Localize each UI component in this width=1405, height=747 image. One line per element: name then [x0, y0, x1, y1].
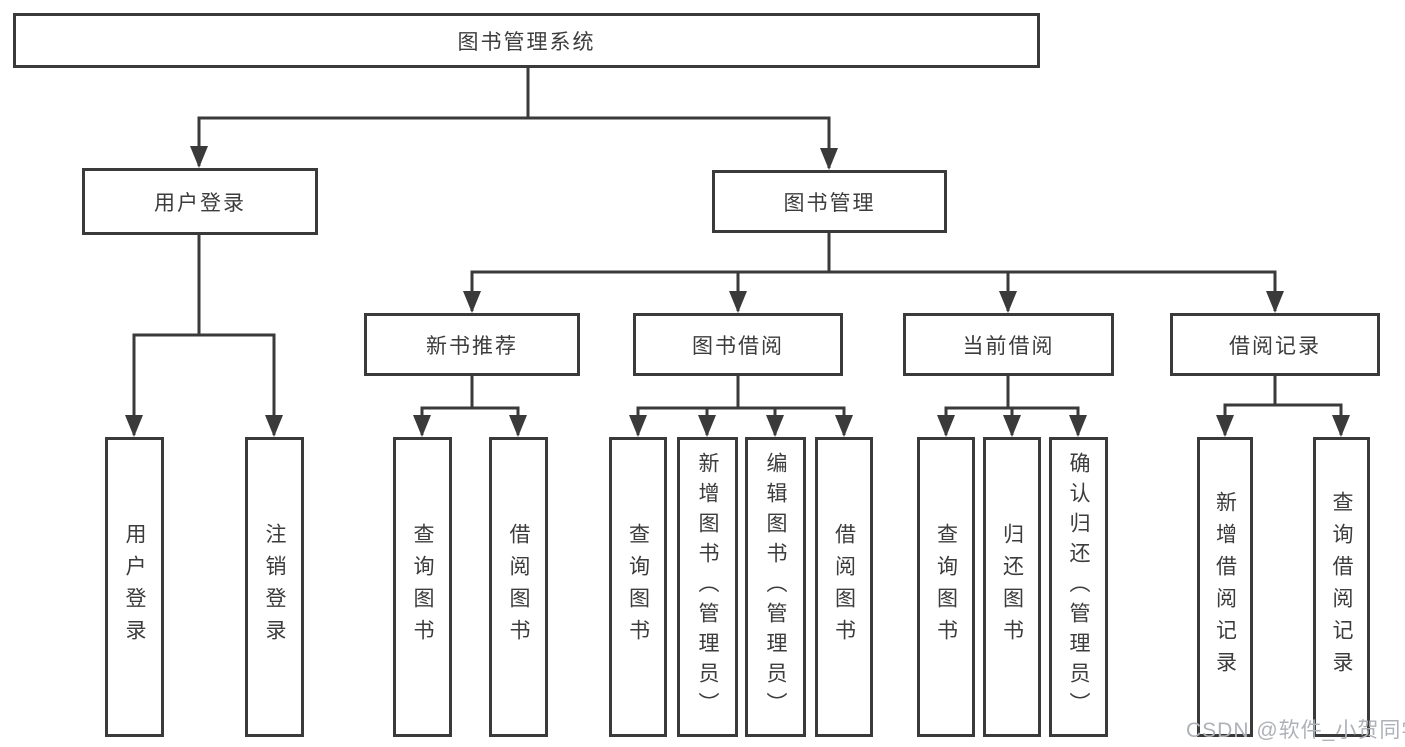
node-current-borrow: 当前借阅 [903, 313, 1114, 376]
connector-level3-bus [470, 270, 1277, 311]
node-user-login: 用户登录 [82, 168, 318, 235]
node-root: 图书管理系统 [13, 13, 1040, 68]
leaf-edit-books-admin: 编辑图书（管理员） [745, 437, 806, 737]
connector-current-bus [944, 406, 1080, 435]
csdn-watermark: CSDN @软件_小贺同学 [1186, 719, 1405, 742]
connector-level2-bus [197, 116, 831, 168]
leaf-query-books-borrow: 查询图书 [609, 437, 667, 737]
node-root-label: 图书管理系统 [457, 30, 596, 54]
node-new-book-recommend-label: 新书推荐 [426, 334, 518, 358]
leaf-edit-books-admin-label: 编辑图书（管理员） [764, 452, 787, 722]
node-book-management-label: 图书管理 [783, 191, 876, 215]
leaf-add-borrow-record-label: 新增借阅记录 [1213, 491, 1237, 683]
leaf-add-borrow-record: 新增借阅记录 [1197, 437, 1253, 737]
leaf-query-books-recommend: 查询图书 [393, 437, 452, 737]
leaf-user-login: 用户登录 [105, 437, 164, 737]
leaf-user-login-label: 用户登录 [123, 523, 146, 651]
node-user-login-label: 用户登录 [154, 191, 246, 215]
leaf-logout-label: 注销登录 [263, 523, 286, 651]
node-current-borrow-label: 当前借阅 [962, 334, 1055, 358]
leaf-borrow-books-recommend: 借阅图书 [489, 437, 548, 737]
leaf-return-books: 归还图书 [983, 437, 1041, 737]
node-borrow-records: 借阅记录 [1170, 313, 1380, 376]
connector-borrow-bus [636, 406, 846, 435]
leaf-query-books-current-label: 查询图书 [934, 523, 958, 651]
leaf-query-books-current: 查询图书 [917, 437, 975, 737]
connector-newbook-bus [420, 406, 520, 435]
node-borrow-records-label: 借阅记录 [1229, 334, 1321, 358]
leaf-logout: 注销登录 [245, 437, 304, 737]
leaf-query-borrow-record-label: 查询借阅记录 [1330, 491, 1353, 683]
leaf-borrow-books-recommend-label: 借阅图书 [507, 523, 530, 651]
node-book-borrow: 图书借阅 [633, 313, 843, 376]
leaf-borrow-books-label: 借阅图书 [832, 523, 856, 651]
node-new-book-recommend: 新书推荐 [364, 313, 580, 376]
connector-records-bus [1223, 403, 1343, 435]
leaf-query-books-recommend-label: 查询图书 [411, 523, 434, 651]
leaf-confirm-return-admin-label: 确认归还（管理员） [1067, 452, 1090, 722]
node-book-management: 图书管理 [712, 170, 947, 233]
leaf-borrow-books: 借阅图书 [815, 437, 873, 737]
leaf-return-books-label: 归还图书 [1000, 523, 1024, 651]
leaf-query-borrow-record: 查询借阅记录 [1313, 437, 1370, 737]
connector-user-login-bus [132, 333, 276, 435]
leaf-confirm-return-admin: 确认归还（管理员） [1049, 437, 1108, 737]
leaf-add-books-admin: 新增图书（管理员） [677, 437, 738, 737]
leaf-add-books-admin-label: 新增图书（管理员） [696, 452, 719, 722]
node-book-borrow-label: 图书借阅 [692, 334, 784, 358]
leaf-query-books-borrow-label: 查询图书 [626, 523, 650, 651]
